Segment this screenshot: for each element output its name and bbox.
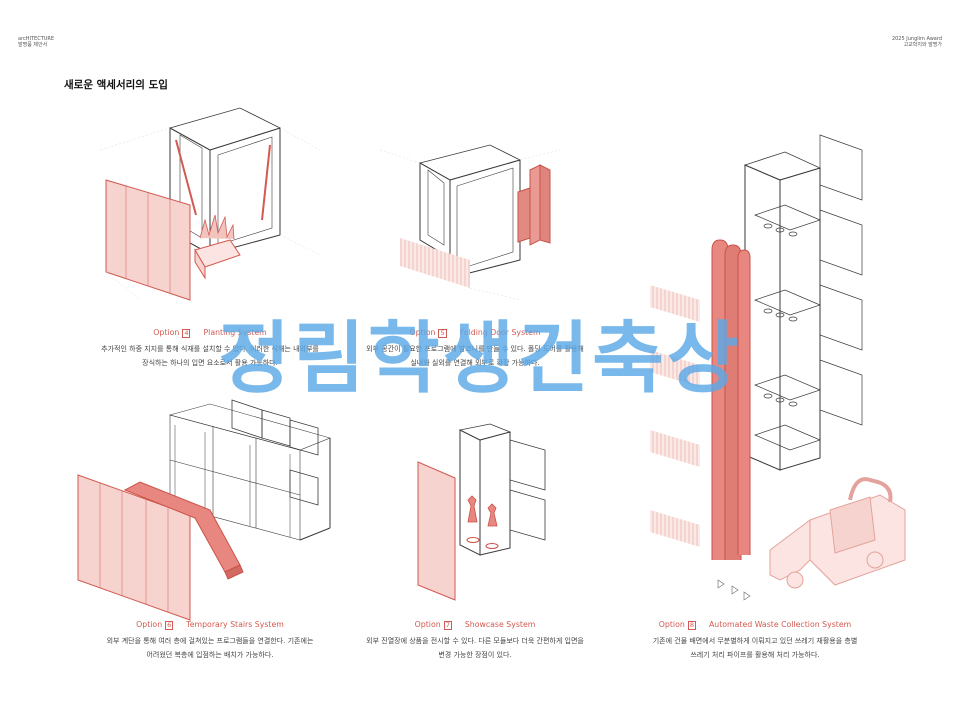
folding-door-system-illustration	[379, 144, 561, 301]
header-right-line-1: 2025 Junglim Award	[891, 36, 942, 42]
header-right-line-2: 고교학지와 발명가	[903, 42, 942, 48]
waste-collection-system-illustration	[650, 134, 906, 601]
option-5-number: 5	[438, 329, 447, 338]
option-4-desc-line-2: 장식하는 하나의 입면 요소로서 활용 가능하다.	[142, 358, 278, 367]
option-6-desc-line-2: 어려웠던 복층에 입점하는 배치가 가능하다.	[146, 650, 274, 659]
option-5-name: Folding Door System	[459, 328, 541, 337]
header-left-line-2: 발명품 제안서	[18, 42, 48, 48]
showcase-system-illustration	[417, 423, 546, 601]
temporary-stairs-system-illustration	[77, 399, 331, 621]
section-title: 새로운 액세서리의 도입	[64, 79, 168, 91]
header-left-line-1: arcHITECTURE	[18, 36, 55, 42]
planting-system-illustration	[99, 107, 321, 301]
header-right: 2025 Junglim Award 고교학지와 발명가	[892, 36, 942, 48]
watermark: 정림학생건축상	[218, 314, 742, 404]
option-8-desc-line-1: 기존에 건물 배면에서 무분별하게 이뤄지고 있던 쓰레기 재활용을 층별	[652, 637, 858, 645]
option-4-number: 4	[182, 329, 191, 338]
option-4-desc-line-1: 추가적인 하중 지지를 통해 식재를 설치할 수 있다. 이러한 식재는 내외부…	[101, 345, 319, 353]
option-7-number: 7	[443, 621, 452, 630]
option-7-label: Option	[414, 620, 441, 629]
header-left: arcHITECTURE 발명품 제안서	[18, 36, 54, 48]
option-4-label: Option	[153, 328, 180, 337]
option-5-desc-line-1: 외부 공간이 필요한 프로그램에 발코니를 만들 수 있다. 폴딩 도어를 활용…	[366, 345, 584, 353]
option-4-name: Planting System	[203, 328, 267, 337]
option-7-desc-line-1: 외부 진열장에 상품을 전시할 수 있다. 다른 모듈보다 더욱 간편하게 입면…	[366, 637, 584, 645]
option-6-label: Option	[136, 620, 163, 629]
option-8-desc-line-2: 쓰레기 처리 파이프를 활용해 처리 가능하다.	[690, 650, 820, 659]
option-8-name: Automated Waste Collection System	[708, 620, 852, 629]
option-8-label: Option	[658, 620, 685, 629]
option-7-name: Showcase System	[464, 620, 536, 629]
option-8-number: 8	[687, 621, 696, 630]
option-7-desc-line-2: 변경 가능한 장점이 있다.	[438, 650, 512, 659]
option-6-desc-line-1: 외부 계단을 통해 여러 층에 걸쳐있는 프로그램들을 연결한다. 기존에는	[106, 637, 314, 645]
option-5-label: Option	[409, 328, 436, 337]
option-6-name: Temporary Stairs System	[186, 620, 284, 629]
option-6-number: 6	[165, 621, 174, 630]
option-5-desc-line-2: 실내와 실외를 연결해 외부로 확장 가능하다.	[410, 358, 540, 367]
